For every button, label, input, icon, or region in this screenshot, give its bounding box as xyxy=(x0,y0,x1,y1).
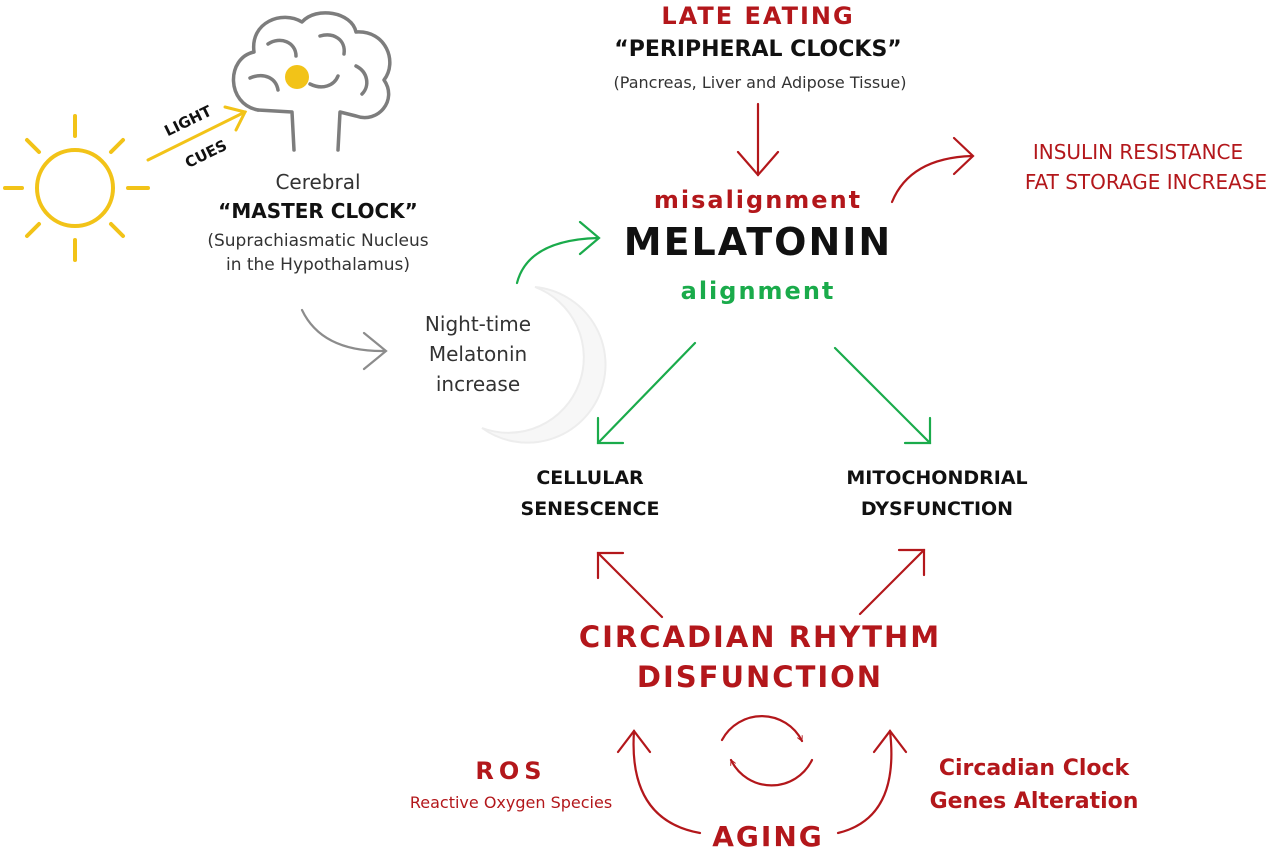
night-melatonin-line3: increase xyxy=(435,372,521,396)
night-melatonin-arrow xyxy=(300,308,388,371)
sun-icon xyxy=(3,114,150,262)
cellular-senescence-line2: SENESCENCE xyxy=(520,498,660,520)
peripheral-clocks-title: “PERIPHERAL CLOCKS” xyxy=(614,37,902,62)
circadian-rhythm-line2: DISFUNCTION xyxy=(636,660,884,694)
mitochondrial-dysfunction-arrow xyxy=(833,346,932,445)
insulin-resistance-arrow xyxy=(890,136,975,204)
late-eating-label: LATE EATING xyxy=(661,2,855,30)
ros-title: ROS xyxy=(475,757,547,785)
insulin-resistance-label: INSULIN RESISTANCE xyxy=(1032,140,1244,164)
circadian-rhythm-line1: CIRCADIAN RHYTHM xyxy=(578,620,942,654)
misalignment-label: misalignment xyxy=(653,186,863,214)
circadian-to-mitochondrial-arrow xyxy=(858,548,926,616)
fat-storage-label: FAT STORAGE INCREASE xyxy=(1024,170,1268,194)
suprachiasmatic-nucleus-dot xyxy=(285,65,309,89)
alignment-arrow xyxy=(515,220,601,285)
night-melatonin-line1: Night-time xyxy=(424,312,532,336)
master-clock-line4: in the Hypothalamus) xyxy=(225,255,411,275)
peripheral-clocks-subtitle: (Pancreas, Liver and Adipose Tissue) xyxy=(613,73,907,92)
clock-genes-line2: Genes Alteration xyxy=(929,789,1139,814)
ros-subtitle: Reactive Oxygen Species xyxy=(409,793,613,812)
circadian-to-cellular-arrow xyxy=(596,551,664,619)
clock-genes-line1: Circadian Clock xyxy=(938,756,1130,781)
aging-to-ros-arrow xyxy=(616,729,702,835)
cycle-arrows-icon xyxy=(720,715,814,787)
moon-icon xyxy=(481,286,607,444)
mitochondrial-dysfunction-line2: DYSFUNCTION xyxy=(860,498,1014,520)
master-clock-line1: Cerebral xyxy=(275,170,361,194)
alignment-label: alignment xyxy=(680,277,836,305)
cellular-senescence-arrow xyxy=(596,341,697,445)
cellular-senescence-line1: CELLULAR xyxy=(536,467,644,489)
late-eating-arrow xyxy=(736,102,780,177)
master-clock-line3: (Suprachiasmatic Nucleus xyxy=(207,231,429,251)
melatonin-title: MELATONIN xyxy=(623,220,893,264)
aging-to-clock-genes-arrow xyxy=(836,729,908,835)
brain-icon xyxy=(231,11,392,152)
aging-label: AGING xyxy=(712,820,824,853)
mitochondrial-dysfunction-line1: MITOCHONDRIAL xyxy=(846,467,1028,489)
master-clock-title: “MASTER CLOCK” xyxy=(218,199,418,223)
light-cues-arrow xyxy=(146,105,248,162)
night-melatonin-line2: Melatonin xyxy=(428,342,528,366)
